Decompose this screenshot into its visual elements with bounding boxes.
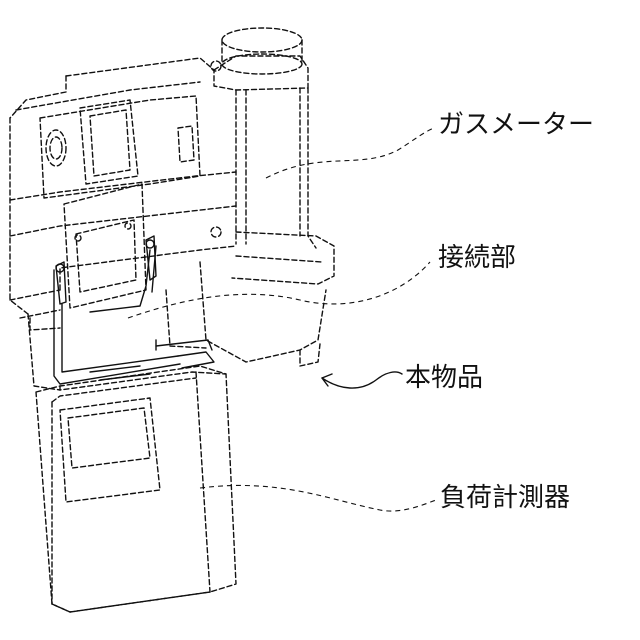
label-product: 本物品 <box>405 365 483 391</box>
leader-lines <box>128 128 436 511</box>
connection-bracket <box>54 184 214 384</box>
product-arrow <box>322 372 402 388</box>
load-meter <box>36 366 236 612</box>
leader-load-meter <box>200 485 436 511</box>
leader-connection <box>128 262 430 318</box>
label-load-meter: 負荷計測器 <box>440 485 570 511</box>
label-gas-meter: ガスメーター <box>438 112 594 138</box>
label-connection: 接続部 <box>438 245 516 271</box>
leader-gas-meter <box>266 128 434 178</box>
gas-meter <box>10 28 334 390</box>
